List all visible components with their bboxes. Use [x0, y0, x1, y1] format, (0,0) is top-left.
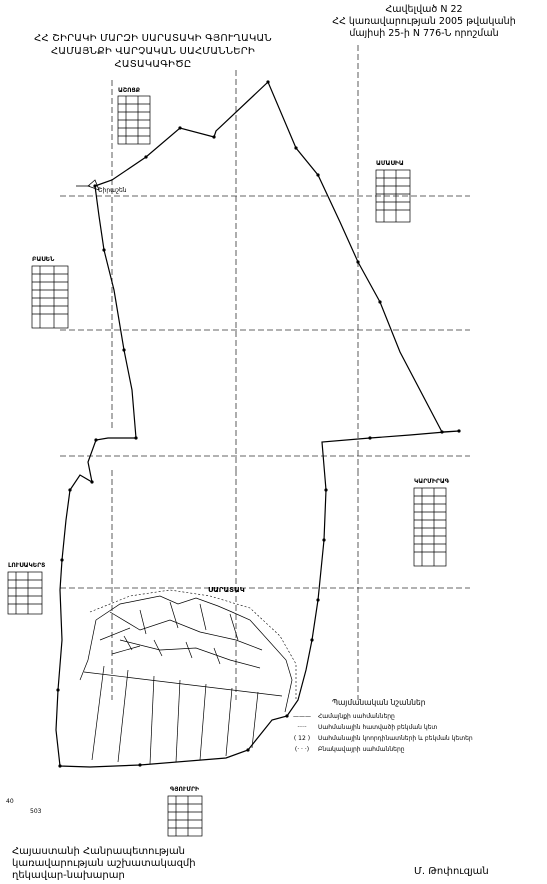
map-legend: Պայմանական նշաններ ——— Համայնքի սահմաննե…: [292, 698, 512, 755]
legend-item: ——— Համայնքի սահմանները: [292, 711, 512, 722]
side-number: 40: [6, 798, 14, 805]
annex-block: Հավելված N 22 ՀՀ կառավարության 2005 թվակ…: [309, 4, 539, 40]
legend-text: Համայնքի սահմանները: [318, 713, 395, 720]
annex-line-3: մայիսի 25-ի N 776-Ն որոշման: [349, 28, 499, 39]
map-title: ՀՀ ՇԻՐԱԿԻ ՄԱՐԶԻ ՍԱՐԱՏԱԿԻ ԳՅՈՒՂԱԿԱՆ ՀԱՄԱՅ…: [8, 32, 298, 71]
point-name-label: Շիրաշեն: [98, 187, 127, 194]
footer-line-3: ղեկավար-նախարար: [12, 870, 125, 881]
neighbor-label-right-lower: ԿԱՐՄԻՐԱԳ: [414, 478, 450, 485]
settlement-parcels: [79, 595, 293, 765]
footer-signature-name: Մ. Թոփուզյան: [414, 866, 489, 877]
legend-text: Բնակավայրի սահմանները: [318, 746, 405, 753]
title-line-1: ՀՀ ՇԻՐԱԿԻ ՄԱՐԶԻ ՍԱՐԱՏԱԿԻ ԳՅՈՒՂԱԿԱՆ: [34, 33, 272, 44]
annex-line-1: Հավելված N 22: [385, 4, 463, 15]
annex-line-2: ՀՀ կառավարության 2005 թվականի: [332, 16, 516, 27]
legend-symbol: ·····: [297, 724, 307, 731]
settlement-label: ՍԱՐԱՏԱԿ: [208, 586, 245, 594]
settlement-outline: [89, 589, 297, 700]
coordinate-tables: [7, 95, 447, 837]
legend-symbol: ( 12 ): [293, 735, 311, 742]
neighbor-label-top: ԱՇՈՑՔ: [118, 87, 140, 94]
boundary-vertices: [56, 80, 461, 768]
neighbor-label-right: ԱՄԱՍԻԱ: [376, 160, 404, 167]
legend-text: Սահմանային հատվածի բեկման կետ: [318, 724, 438, 731]
legend-text: Սահմանային կոորդինատների և բեկման կետեր: [318, 735, 473, 742]
legend-title: Պայմանական նշաններ: [332, 698, 426, 707]
shirashen-marker: [76, 179, 100, 191]
footer-line-2: կառավարության աշխատակազմի: [12, 858, 196, 869]
sheet-number: 503: [30, 808, 42, 815]
legend-symbol: ———: [293, 713, 311, 720]
community-boundary: [55, 80, 460, 768]
neighbor-label-bottom: ԳՅՈՒՄՐԻ: [170, 786, 200, 793]
neighbor-label-left: ԲԱՍԵՆ: [32, 256, 55, 263]
legend-symbol: (· · ·): [294, 746, 310, 753]
title-line-2: ՀԱՄԱՅՆՔԻ ՎԱՐՉԱԿԱՆ ՍԱՀՄԱՆՆԵՐԻ: [50, 46, 256, 57]
footer-signatory-title: Հայաստանի Հանրապետության կառավարության ա…: [12, 846, 196, 882]
legend-item: (· · ·) Բնակավայրի սահմանները: [292, 744, 512, 755]
neighbor-label-left-lower: ԼՈՒՍԱԿԵՐՏ: [8, 562, 46, 569]
footer-line-1: Հայաստանի Հանրապետության: [12, 846, 186, 857]
legend-item: ( 12 ) Սահմանային կոորդինատների և բեկման…: [292, 733, 512, 744]
legend-item: ····· Սահմանային հատվածի բեկման կետ: [292, 722, 512, 733]
title-line-3: ՀԱՏԱԿԱԳԻԾԸ: [114, 59, 192, 70]
map-grid: [60, 45, 470, 700]
